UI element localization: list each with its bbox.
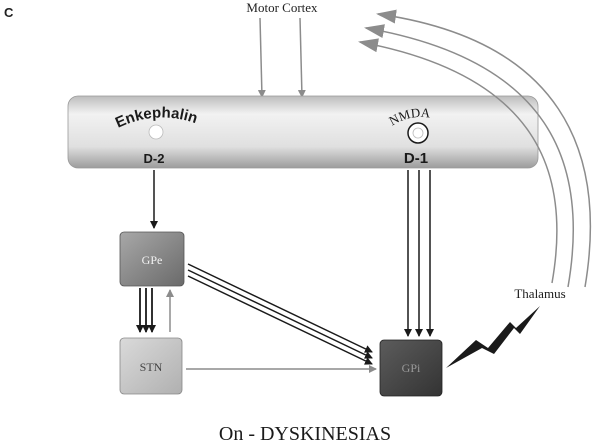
d1-label: D-1 [404,150,428,167]
gpi-to-thalamus-bolt [446,306,540,368]
gpe-label: GPe [142,253,163,267]
gpe-to-stn-arrows [136,288,156,333]
d1-receptor-dot [412,127,424,139]
striatum-bar [67,95,539,169]
d2-label: D-2 [144,151,165,166]
d2-receptor-dot [148,124,164,140]
caption: On - DYSKINESIAS [219,423,391,445]
thalamus-label: Thalamus [514,286,565,301]
thalamus-to-cortex-arrows [358,9,592,288]
gpe-to-gpi-arrows [187,263,373,365]
gpi-label: GPi [402,361,421,375]
motor-cortex-arrow-left [257,17,266,98]
gpi-box [379,339,443,397]
motor-cortex-label: Motor Cortex [246,0,318,15]
panel-label: C [4,5,14,20]
motor-cortex-arrow-right [297,17,306,98]
gpe-box [119,231,185,287]
stn-box [119,337,183,395]
d1-to-gpi-arrows [404,170,434,337]
stn-label: STN [140,360,163,374]
